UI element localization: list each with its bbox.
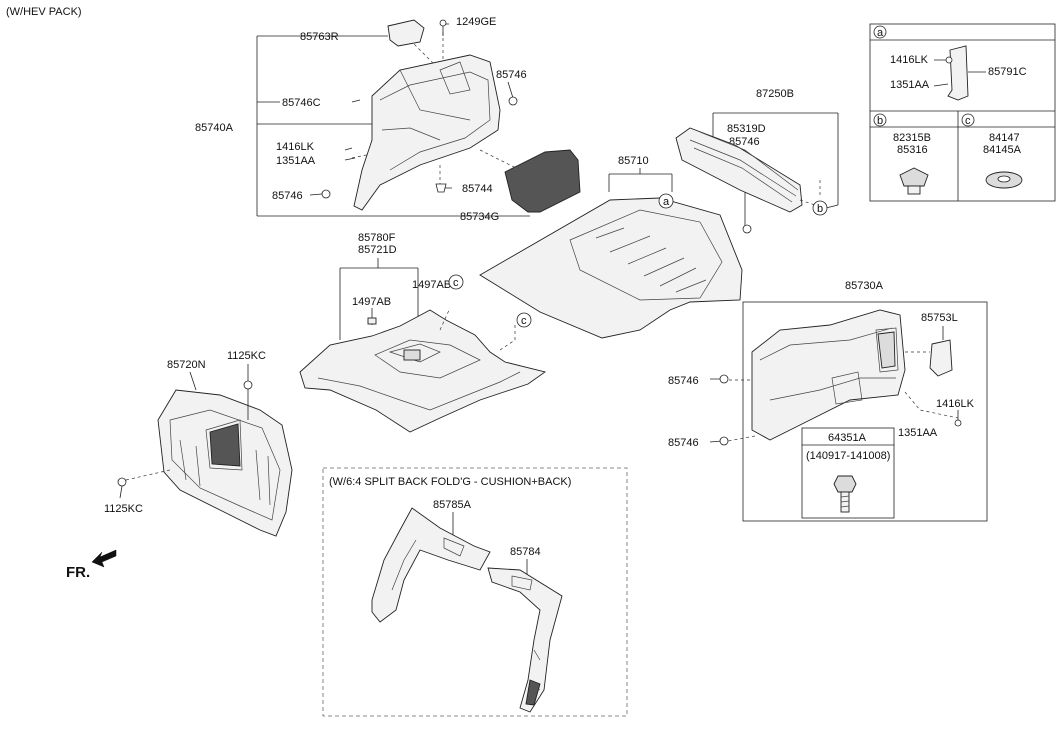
callout-c-tray-2 [516, 312, 532, 328]
label-1497AB-left: 1497AB [352, 296, 391, 308]
legend-b-85316: 85316 [897, 144, 928, 156]
legend-b-circle [873, 113, 887, 127]
right-trim-group: 85730A 85753L 85746 85746 1416LK 1351AA … [668, 280, 988, 522]
legend-a-1416LK: 1416LK [890, 54, 929, 66]
callout-c-tray-1 [448, 274, 464, 290]
legend-c-84145A: 84145A [983, 144, 1022, 156]
bracket-85791C [947, 45, 969, 101]
bolt-1125KC-top [243, 380, 253, 420]
legend-box: a 1416LK 1351AA 85791C b 82315B 85316 c … [869, 23, 1056, 202]
tray-85721D [299, 309, 547, 433]
callout-b-rear [812, 200, 828, 216]
label-85746-top: 85746 [496, 69, 527, 81]
legend-a-85791C: 85791C [988, 66, 1027, 78]
callout-c-letter-2: c [521, 315, 527, 327]
label-85753L: 85753L [921, 312, 958, 324]
label-85746-right-top: 85746 [668, 375, 699, 387]
clip-85746-rear [742, 224, 752, 234]
clip-85746-top [508, 96, 518, 106]
cover-85753L [929, 339, 953, 377]
label-85746-right-bottom: 85746 [668, 437, 699, 449]
rear-trim-group: 87250B 85319D 85746 b [675, 88, 839, 234]
back-panel-group: 85720N 1125KC 1125KC [104, 350, 293, 537]
left-trim-group: 85763R 1249GE 85746 85746C 85740A 1416LK… [195, 16, 581, 223]
label-85730A: 85730A [845, 280, 884, 292]
label-1416LK-left: 1416LK [276, 141, 315, 153]
legend-c-circle [961, 113, 975, 127]
label-1125KC-bottom: 1125KC [104, 503, 143, 515]
label-85740A: 85740A [195, 122, 234, 134]
label-1351AA-right: 1351AA [898, 427, 938, 439]
label-85734G: 85734G [460, 211, 499, 223]
split-back-group: (W/6:4 SPLIT BACK FOLD'G - CUSHION+BACK)… [322, 467, 628, 717]
split-back-title: (W/6:4 SPLIT BACK FOLD'G - CUSHION+BACK) [329, 476, 571, 488]
cover-85763R [387, 19, 425, 47]
fr-label: FR. [66, 564, 90, 581]
callout-c-letter-1: c [453, 277, 459, 289]
legend-b-82315B: 82315B [893, 132, 931, 144]
arrow-left-icon [91, 549, 117, 568]
pad-85734G [504, 149, 581, 213]
trim-85740A [353, 54, 501, 211]
label-1125KC-top: 1125KC [227, 350, 266, 362]
label-1249GE: 1249GE [456, 16, 496, 28]
clip-85746-left [321, 189, 331, 199]
label-date-range: (140917-141008) [806, 450, 890, 462]
front-direction-indicator: FR. [66, 549, 117, 581]
floor-covering-85710 [479, 197, 743, 339]
label-85746-left: 85746 [272, 190, 303, 202]
bolt-64351A [833, 475, 857, 513]
callout-a-floor [658, 193, 674, 209]
label-85785A: 85785A [433, 499, 472, 511]
label-64351A: 64351A [828, 432, 867, 444]
legend-c-letter: c [965, 115, 971, 127]
legend-a-1351AA: 1351AA [890, 79, 930, 91]
label-1497AB-right: 1497AB [412, 279, 451, 291]
label-85784: 85784 [510, 546, 541, 558]
floor-covering-group: 85710 a [479, 155, 743, 339]
variant-title: (W/HEV PACK) [6, 6, 82, 18]
grommet-85316 [899, 167, 929, 187]
label-85763R: 85763R [300, 31, 339, 43]
label-1416LK-right: 1416LK [936, 398, 975, 410]
label-1351AA-left: 1351AA [276, 155, 316, 167]
label-85710: 85710 [618, 155, 649, 167]
legend-a-circle [873, 25, 887, 39]
screw-1249GE [439, 19, 447, 36]
clip-85746C [351, 99, 361, 103]
clip-85746-right-bottom [719, 436, 729, 446]
clip-1416LK-right [954, 419, 962, 427]
tray-group: 85780F 85721D 1497AB 1497AB c c [299, 232, 547, 433]
label-85746-rear: 85746 [729, 136, 760, 148]
callout-a-letter: a [663, 196, 670, 208]
clip-85744 [435, 183, 447, 193]
label-85744: 85744 [462, 183, 493, 195]
callout-b-letter: b [817, 203, 823, 215]
trim-85785A [371, 507, 491, 623]
clip-85746-right-top [719, 374, 729, 384]
legend-b-letter: b [877, 115, 883, 127]
label-85319D: 85319D [727, 123, 766, 135]
label-85721D: 85721D [358, 244, 397, 256]
bolt-1125KC-bottom [117, 469, 171, 487]
label-85746C: 85746C [282, 97, 321, 109]
label-85720N: 85720N [167, 359, 206, 371]
legend-a-letter: a [877, 27, 884, 39]
label-87250B: 87250B [756, 88, 794, 100]
legend-c-84147: 84147 [989, 132, 1020, 144]
label-85780F: 85780F [358, 232, 396, 244]
trim-85730A [751, 309, 906, 441]
trim-85784 [487, 567, 563, 713]
